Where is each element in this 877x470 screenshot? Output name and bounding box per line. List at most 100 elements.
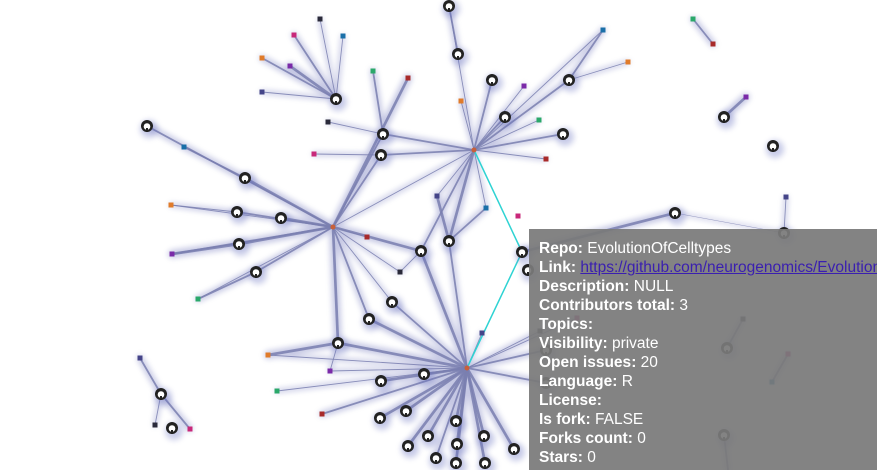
- repo-value: EvolutionOfCelltypes: [587, 240, 732, 257]
- graph-edge: [466, 251, 523, 369]
- avatar-icon[interactable]: [259, 55, 265, 61]
- graph-edge: [332, 226, 368, 238]
- github-octocat-icon[interactable]: [766, 140, 784, 158]
- avatar-icon[interactable]: [259, 89, 265, 95]
- github-octocat-icon[interactable]: [478, 457, 496, 470]
- graph-edge: [321, 367, 468, 415]
- graph-edge: [380, 149, 475, 156]
- avatar-icon[interactable]: [690, 16, 696, 22]
- avatar-icon[interactable]: [319, 411, 325, 417]
- github-octocat-icon[interactable]: [442, 0, 460, 18]
- github-octocat-icon[interactable]: [165, 422, 183, 440]
- avatar-icon[interactable]: [287, 63, 293, 69]
- avatar-icon[interactable]: [536, 117, 542, 123]
- avatar-icon[interactable]: [364, 234, 370, 240]
- avatar-icon[interactable]: [340, 33, 346, 39]
- tooltip-visibility-row: Visibility: private: [539, 335, 659, 352]
- github-octocat-icon[interactable]: [442, 235, 460, 253]
- avatar-icon[interactable]: [543, 156, 549, 162]
- github-octocat-icon[interactable]: [429, 452, 447, 470]
- github-octocat-icon[interactable]: [449, 457, 467, 470]
- github-octocat-icon[interactable]: [274, 212, 292, 230]
- avatar-icon[interactable]: [137, 355, 143, 361]
- repo-link[interactable]: https://github.com/neurogenomics/Evoluti…: [580, 259, 877, 276]
- github-octocat-icon[interactable]: [362, 313, 380, 331]
- avatar-icon[interactable]: [397, 269, 403, 275]
- github-octocat-icon[interactable]: [556, 128, 574, 146]
- avatar-icon[interactable]: [479, 330, 485, 336]
- github-octocat-icon[interactable]: [668, 207, 686, 225]
- github-octocat-icon[interactable]: [421, 430, 439, 448]
- avatar-icon[interactable]: [317, 16, 323, 22]
- graph-edge: [466, 330, 541, 369]
- github-octocat-icon[interactable]: [562, 74, 580, 92]
- avatar-icon[interactable]: [169, 251, 175, 257]
- github-octocat-icon[interactable]: [507, 443, 525, 461]
- github-octocat-icon[interactable]: [374, 149, 392, 167]
- github-octocat-icon[interactable]: [376, 128, 394, 146]
- graph-edge: [473, 149, 547, 160]
- github-octocat-icon[interactable]: [249, 266, 267, 284]
- github-octocat-icon[interactable]: [417, 368, 435, 386]
- graph-edge: [170, 204, 334, 228]
- github-octocat-icon[interactable]: [451, 48, 469, 66]
- contributors-key: Contributors total: [539, 297, 670, 314]
- github-octocat-icon[interactable]: [140, 120, 158, 138]
- github-octocat-icon[interactable]: [232, 238, 250, 256]
- avatar-icon[interactable]: [405, 75, 411, 81]
- avatar-icon[interactable]: [325, 119, 331, 125]
- github-octocat-icon[interactable]: [401, 440, 419, 458]
- hub-node[interactable]: [330, 224, 336, 230]
- github-octocat-icon[interactable]: [414, 245, 432, 263]
- avatar-icon[interactable]: [327, 368, 333, 374]
- avatar-icon[interactable]: [625, 59, 631, 65]
- avatar-icon[interactable]: [181, 144, 187, 150]
- github-octocat-icon[interactable]: [515, 246, 533, 264]
- avatar-icon[interactable]: [743, 94, 749, 100]
- github-octocat-icon[interactable]: [230, 206, 248, 224]
- avatar-icon[interactable]: [187, 426, 193, 432]
- github-octocat-icon[interactable]: [329, 93, 347, 111]
- avatar-icon[interactable]: [152, 422, 158, 428]
- graph-edge: [435, 367, 468, 459]
- github-octocat-icon[interactable]: [477, 430, 495, 448]
- graph-edge: [473, 133, 564, 151]
- avatar-icon[interactable]: [311, 151, 317, 157]
- github-octocat-icon[interactable]: [449, 415, 467, 433]
- graph-edge: [435, 194, 451, 243]
- avatar-icon[interactable]: [265, 352, 271, 358]
- avatar-icon[interactable]: [434, 193, 440, 199]
- license-key: License: [539, 392, 597, 409]
- github-octocat-icon[interactable]: [498, 111, 516, 129]
- github-octocat-icon[interactable]: [154, 388, 172, 406]
- github-octocat-icon[interactable]: [374, 375, 392, 393]
- open-issues-value: 20: [640, 354, 658, 371]
- avatar-icon[interactable]: [370, 68, 376, 74]
- avatar-icon[interactable]: [458, 98, 464, 104]
- avatar-icon[interactable]: [195, 296, 201, 302]
- graph-edge: [288, 64, 338, 101]
- github-octocat-icon[interactable]: [450, 438, 468, 456]
- hub-node[interactable]: [471, 147, 477, 153]
- graph-edge: [293, 34, 337, 100]
- avatar-icon[interactable]: [274, 388, 280, 394]
- github-octocat-icon[interactable]: [485, 74, 503, 92]
- avatar-icon[interactable]: [483, 205, 489, 211]
- avatar-icon[interactable]: [783, 194, 789, 200]
- avatar-icon[interactable]: [600, 27, 606, 33]
- avatar-icon[interactable]: [515, 213, 521, 219]
- avatar-icon[interactable]: [710, 41, 716, 47]
- avatar-icon[interactable]: [291, 32, 297, 38]
- link-key: Link: [539, 259, 571, 276]
- github-octocat-icon[interactable]: [399, 405, 417, 423]
- github-octocat-icon[interactable]: [385, 296, 403, 314]
- hub-node[interactable]: [464, 365, 470, 371]
- topics-key: Topics: [539, 316, 588, 333]
- github-octocat-icon[interactable]: [373, 412, 391, 430]
- avatar-icon[interactable]: [168, 202, 174, 208]
- github-octocat-icon[interactable]: [238, 172, 256, 190]
- github-octocat-icon[interactable]: [331, 337, 349, 355]
- avatar-icon[interactable]: [521, 83, 527, 89]
- github-octocat-icon[interactable]: [717, 111, 735, 129]
